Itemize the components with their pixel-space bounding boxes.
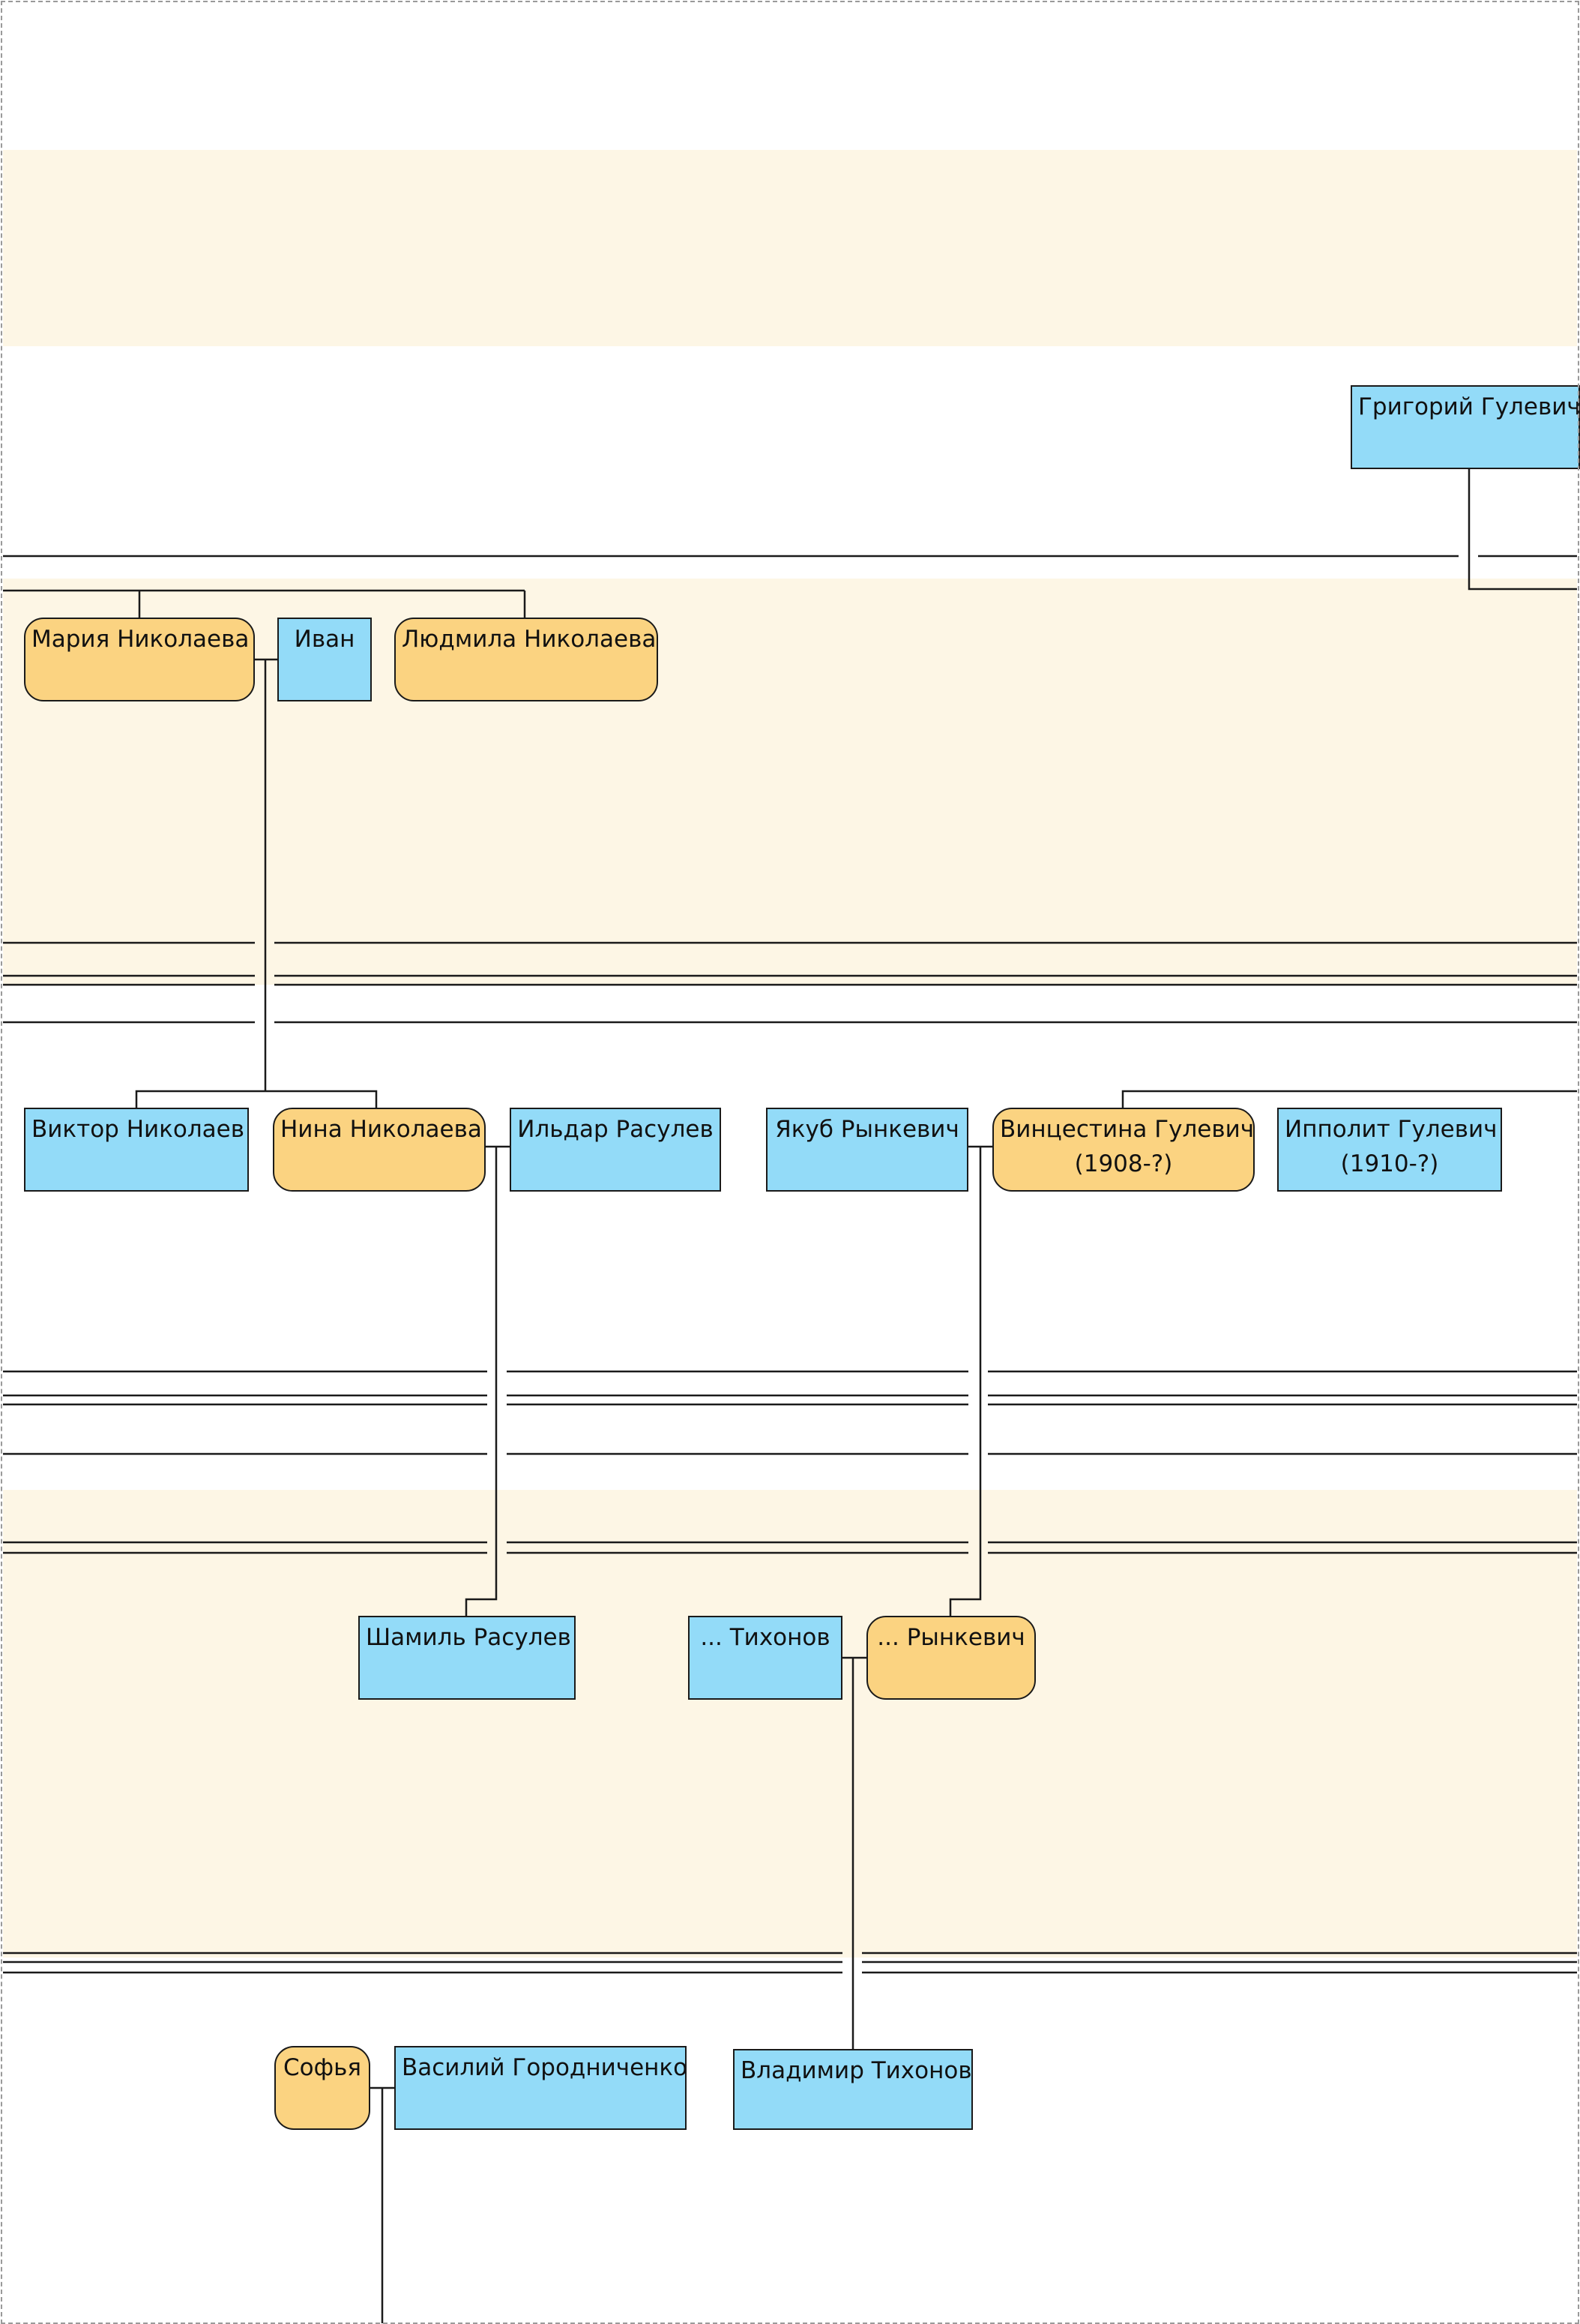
generation-band <box>3 1490 1577 1958</box>
person-name: Якуб Рынкевич <box>775 1116 959 1143</box>
person-card-ippolit-gulevich[interactable]: Ипполит Гулевич (1910-?) <box>1277 1108 1502 1192</box>
person-name: Людмила Николаева <box>402 626 657 653</box>
person-name: Винцестина Гулевич <box>1000 1116 1255 1143</box>
person-name: Нина Николаева <box>280 1116 482 1143</box>
person-name: ... Рынкевич <box>877 1624 1025 1651</box>
person-name: Владимир Тихонов <box>741 2057 972 2084</box>
separator-lines <box>3 555 1577 1974</box>
family-connectors <box>3 469 1577 2323</box>
person-name: Василий Городниченко <box>402 2054 687 2081</box>
generation-band <box>3 150 1577 346</box>
person-card-ildar-rasulev[interactable]: Ильдар Расулев <box>510 1108 721 1192</box>
person-card-yakub-rynkevich[interactable]: Якуб Рынкевич <box>766 1108 968 1192</box>
person-name: Шамиль Расулев <box>366 1624 571 1651</box>
person-name: Виктор Николаев <box>31 1116 244 1143</box>
person-dates: (1908-?) <box>1074 1150 1173 1177</box>
person-name: Иван <box>294 626 355 653</box>
person-card-rynkevich[interactable]: ... Рынкевич <box>866 1616 1036 1700</box>
person-name: ... Тихонов <box>700 1624 830 1651</box>
person-card-sofya[interactable]: Софья <box>274 2046 370 2130</box>
person-name: Софья <box>283 2054 362 2081</box>
person-card-mariya-nikolaeva[interactable]: Мария Николаева <box>24 618 255 701</box>
person-card-vasiliy-gorodnichenko[interactable]: Василий Городниченко <box>394 2046 687 2130</box>
person-card-lyudmila-nikolaeva[interactable]: Людмила Николаева <box>394 618 658 701</box>
person-card-grigoriy-gulevich[interactable]: Григорий Гулевич <box>1351 385 1580 469</box>
person-card-shamil-rasulev[interactable]: Шамиль Расулев <box>358 1616 576 1700</box>
person-card-viktor-nikolaev[interactable]: Виктор Николаев <box>24 1108 249 1192</box>
person-card-ivan[interactable]: Иван <box>277 618 372 701</box>
person-card-vladimir-tikhonov[interactable]: Владимир Тихонов <box>733 2049 973 2130</box>
person-name: Григорий Гулевич <box>1358 393 1580 420</box>
person-dates: (1910-?) <box>1340 1150 1439 1177</box>
person-card-nina-nikolaeva[interactable]: Нина Николаева <box>273 1108 486 1192</box>
person-name: Мария Николаева <box>31 626 250 653</box>
person-name: Ипполит Гулевич <box>1285 1116 1498 1143</box>
person-card-vincestina-gulevich[interactable]: Винцестина Гулевич (1908-?) <box>992 1108 1255 1192</box>
person-name: Ильдар Расулев <box>517 1116 714 1143</box>
person-card-tikhonov[interactable]: ... Тихонов <box>688 1616 842 1700</box>
